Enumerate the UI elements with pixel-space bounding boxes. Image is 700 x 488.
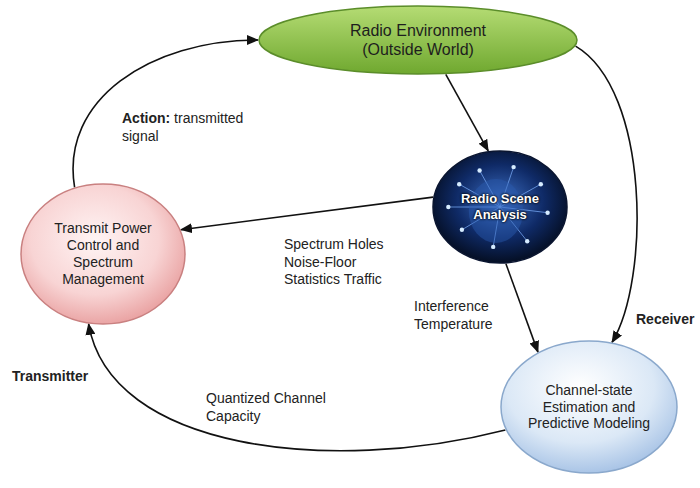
neuron-dot [457, 182, 461, 186]
node-text: Radio Environment (Outside World) [332, 21, 504, 59]
neuron-dot [460, 228, 464, 232]
edge-label: Quantized Channel Capacity [204, 390, 346, 425]
node-brain-ellipse: Radio Scene Analysis [432, 150, 568, 264]
flow-arrow [89, 324, 506, 451]
edge-label: Interference Temperature [412, 298, 508, 333]
environment-ellipse-outline [259, 6, 577, 74]
neuron-dot [525, 239, 529, 243]
node-transmitter-ellipse: Transmit Power Control and Spectrum Mana… [20, 183, 186, 325]
node-text: Channel-state Estimation and Predictive … [520, 382, 658, 432]
neuron-dot [545, 211, 549, 215]
node-text: Radio Scene Analysis [454, 191, 546, 222]
edge-label: Spectrum Holes Noise-Floor Statistics Tr… [282, 236, 414, 289]
node-receiver-ellipse: Channel-state Estimation and Predictive … [500, 340, 678, 474]
flow-arrow [576, 46, 638, 342]
neuron-dot [477, 168, 481, 172]
transmitter-label: Transmitter [10, 368, 90, 386]
brain-ellipse-outline [433, 151, 567, 263]
neuron-dot [491, 245, 495, 249]
label-prefix: Action: [122, 110, 170, 126]
node-environment-ellipse: Radio Environment (Outside World) [258, 5, 578, 75]
receiver-ellipse-outline [501, 341, 677, 473]
flow-arrow [181, 197, 433, 230]
edge-label: Action: transmitted signal [120, 110, 264, 145]
environment-ellipse [258, 5, 578, 75]
neuron-dot [539, 182, 543, 186]
node-text: Transmit Power Control and Spectrum Mana… [47, 220, 159, 287]
neuron-dot [511, 165, 515, 169]
edge-label: Receiver [634, 311, 696, 329]
transmitter-ellipse-outline [21, 184, 185, 324]
neuron-dot [446, 205, 450, 209]
flow-arrow [446, 74, 488, 150]
flow-arrow [506, 264, 538, 352]
